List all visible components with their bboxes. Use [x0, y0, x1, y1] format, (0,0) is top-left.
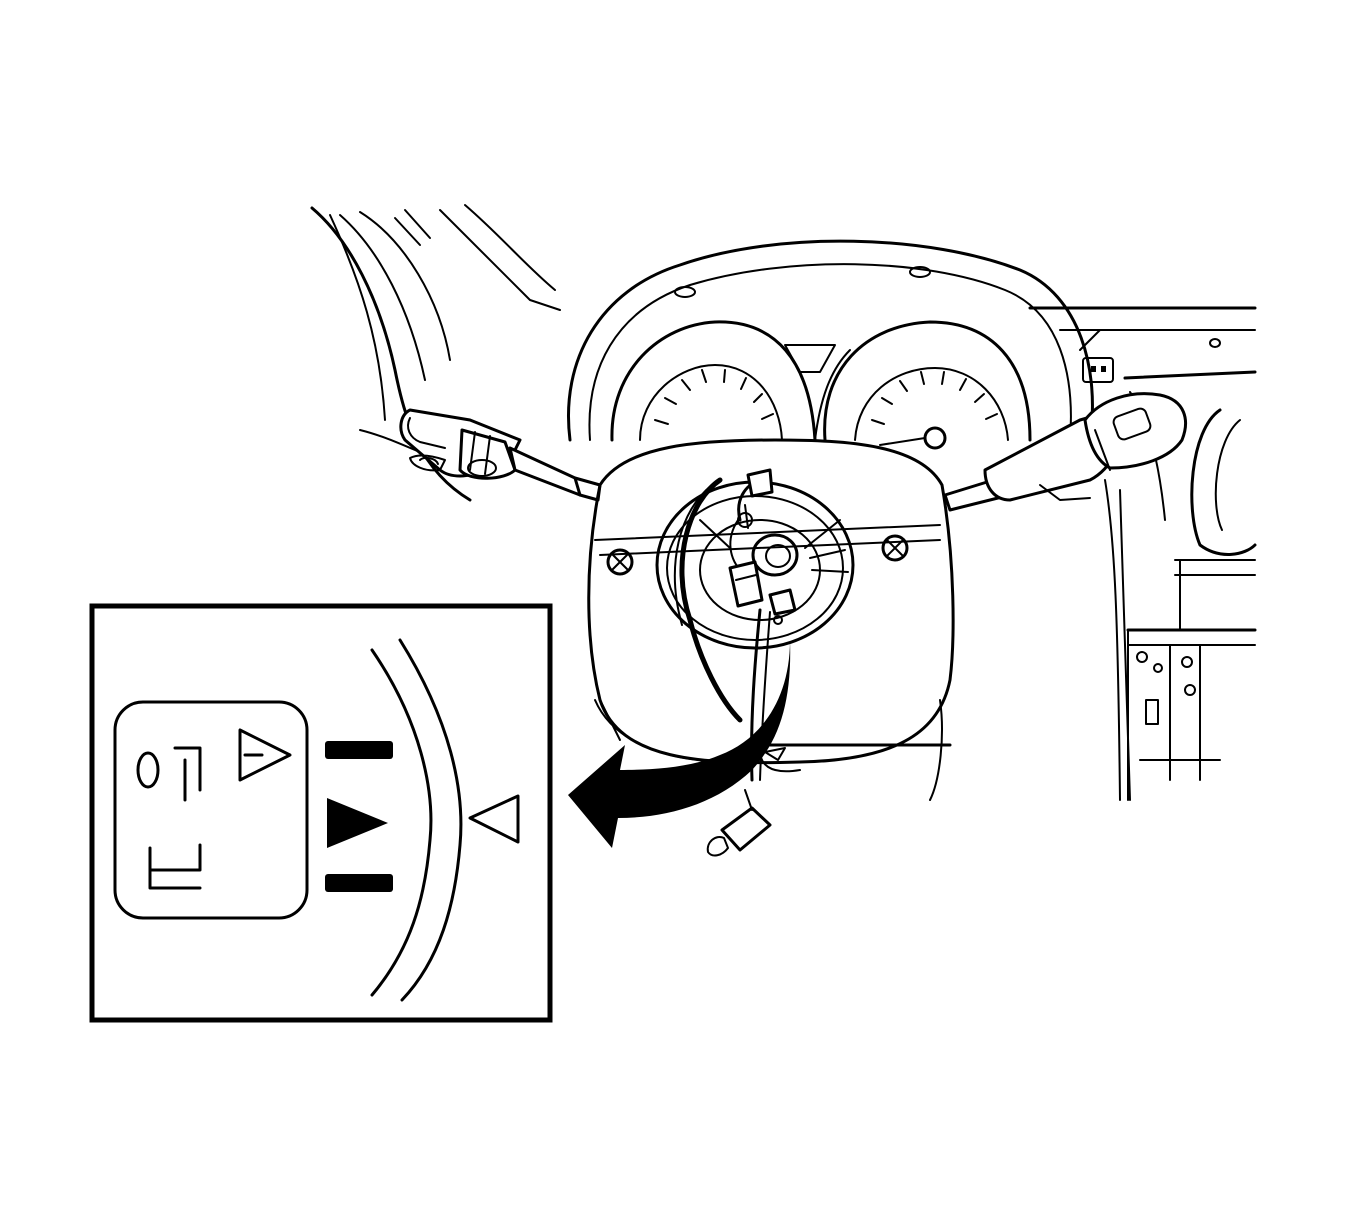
housing-arc-outer	[398, 638, 463, 1002]
center-pointer-filled-triangle	[327, 798, 388, 848]
upper-index-bar	[325, 741, 393, 759]
label-plate	[113, 700, 309, 920]
housing-reference-open-triangle	[468, 794, 520, 844]
left-lever-switch	[399, 408, 602, 502]
label-triangle-mark	[238, 728, 292, 782]
housing-arc-inner	[370, 648, 433, 997]
direction-arrow	[568, 640, 791, 848]
label-glyphs	[136, 746, 202, 890]
right-lever-switch	[943, 392, 1187, 512]
clock-spring	[655, 468, 855, 857]
dashboard-right	[1028, 306, 1257, 801]
instrument-cluster	[567, 239, 1094, 450]
lower-index-bar	[325, 874, 393, 892]
alignment-inset	[89, 603, 553, 1023]
